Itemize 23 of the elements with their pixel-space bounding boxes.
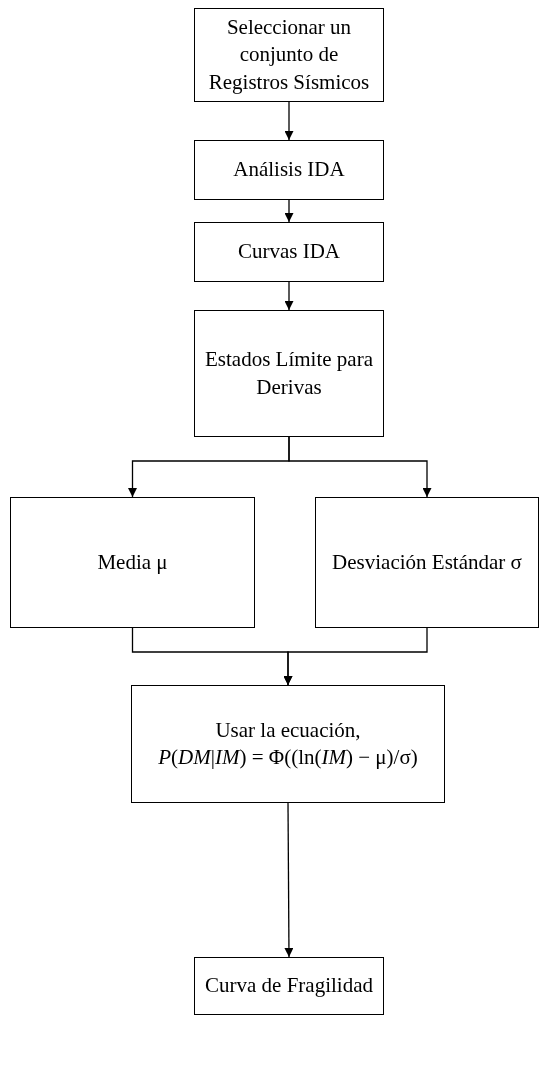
arrow [288,436,432,498]
process-box [194,140,384,200]
box-label: Curvas IDA [237,238,341,266]
box-label: Media μ [97,548,168,576]
box-label: Estados Límite para Derivas [205,346,373,401]
box-label: Análisis IDA [233,156,345,184]
process-box [194,8,384,102]
process-box [194,310,384,437]
process-box [131,685,445,803]
arrow [284,199,294,223]
arrow [283,627,428,686]
arrow [284,101,294,141]
box-label: Usar la ecuación, [215,716,361,744]
box-label: Curva de Fragilidad [205,972,373,1000]
box-label: Desviación Estándar σ [332,548,522,576]
box-label: Seleccionar un conjunto de Registros Sísmicos [207,14,371,96]
arrow [284,281,294,311]
arrow [284,802,294,958]
equation-text: P(DM|IM) = Φ((ln(IM) − μ)/σ) [158,744,418,771]
process-box [194,957,384,1015]
process-box [315,497,539,628]
process-box [10,497,255,628]
process-box [194,222,384,282]
